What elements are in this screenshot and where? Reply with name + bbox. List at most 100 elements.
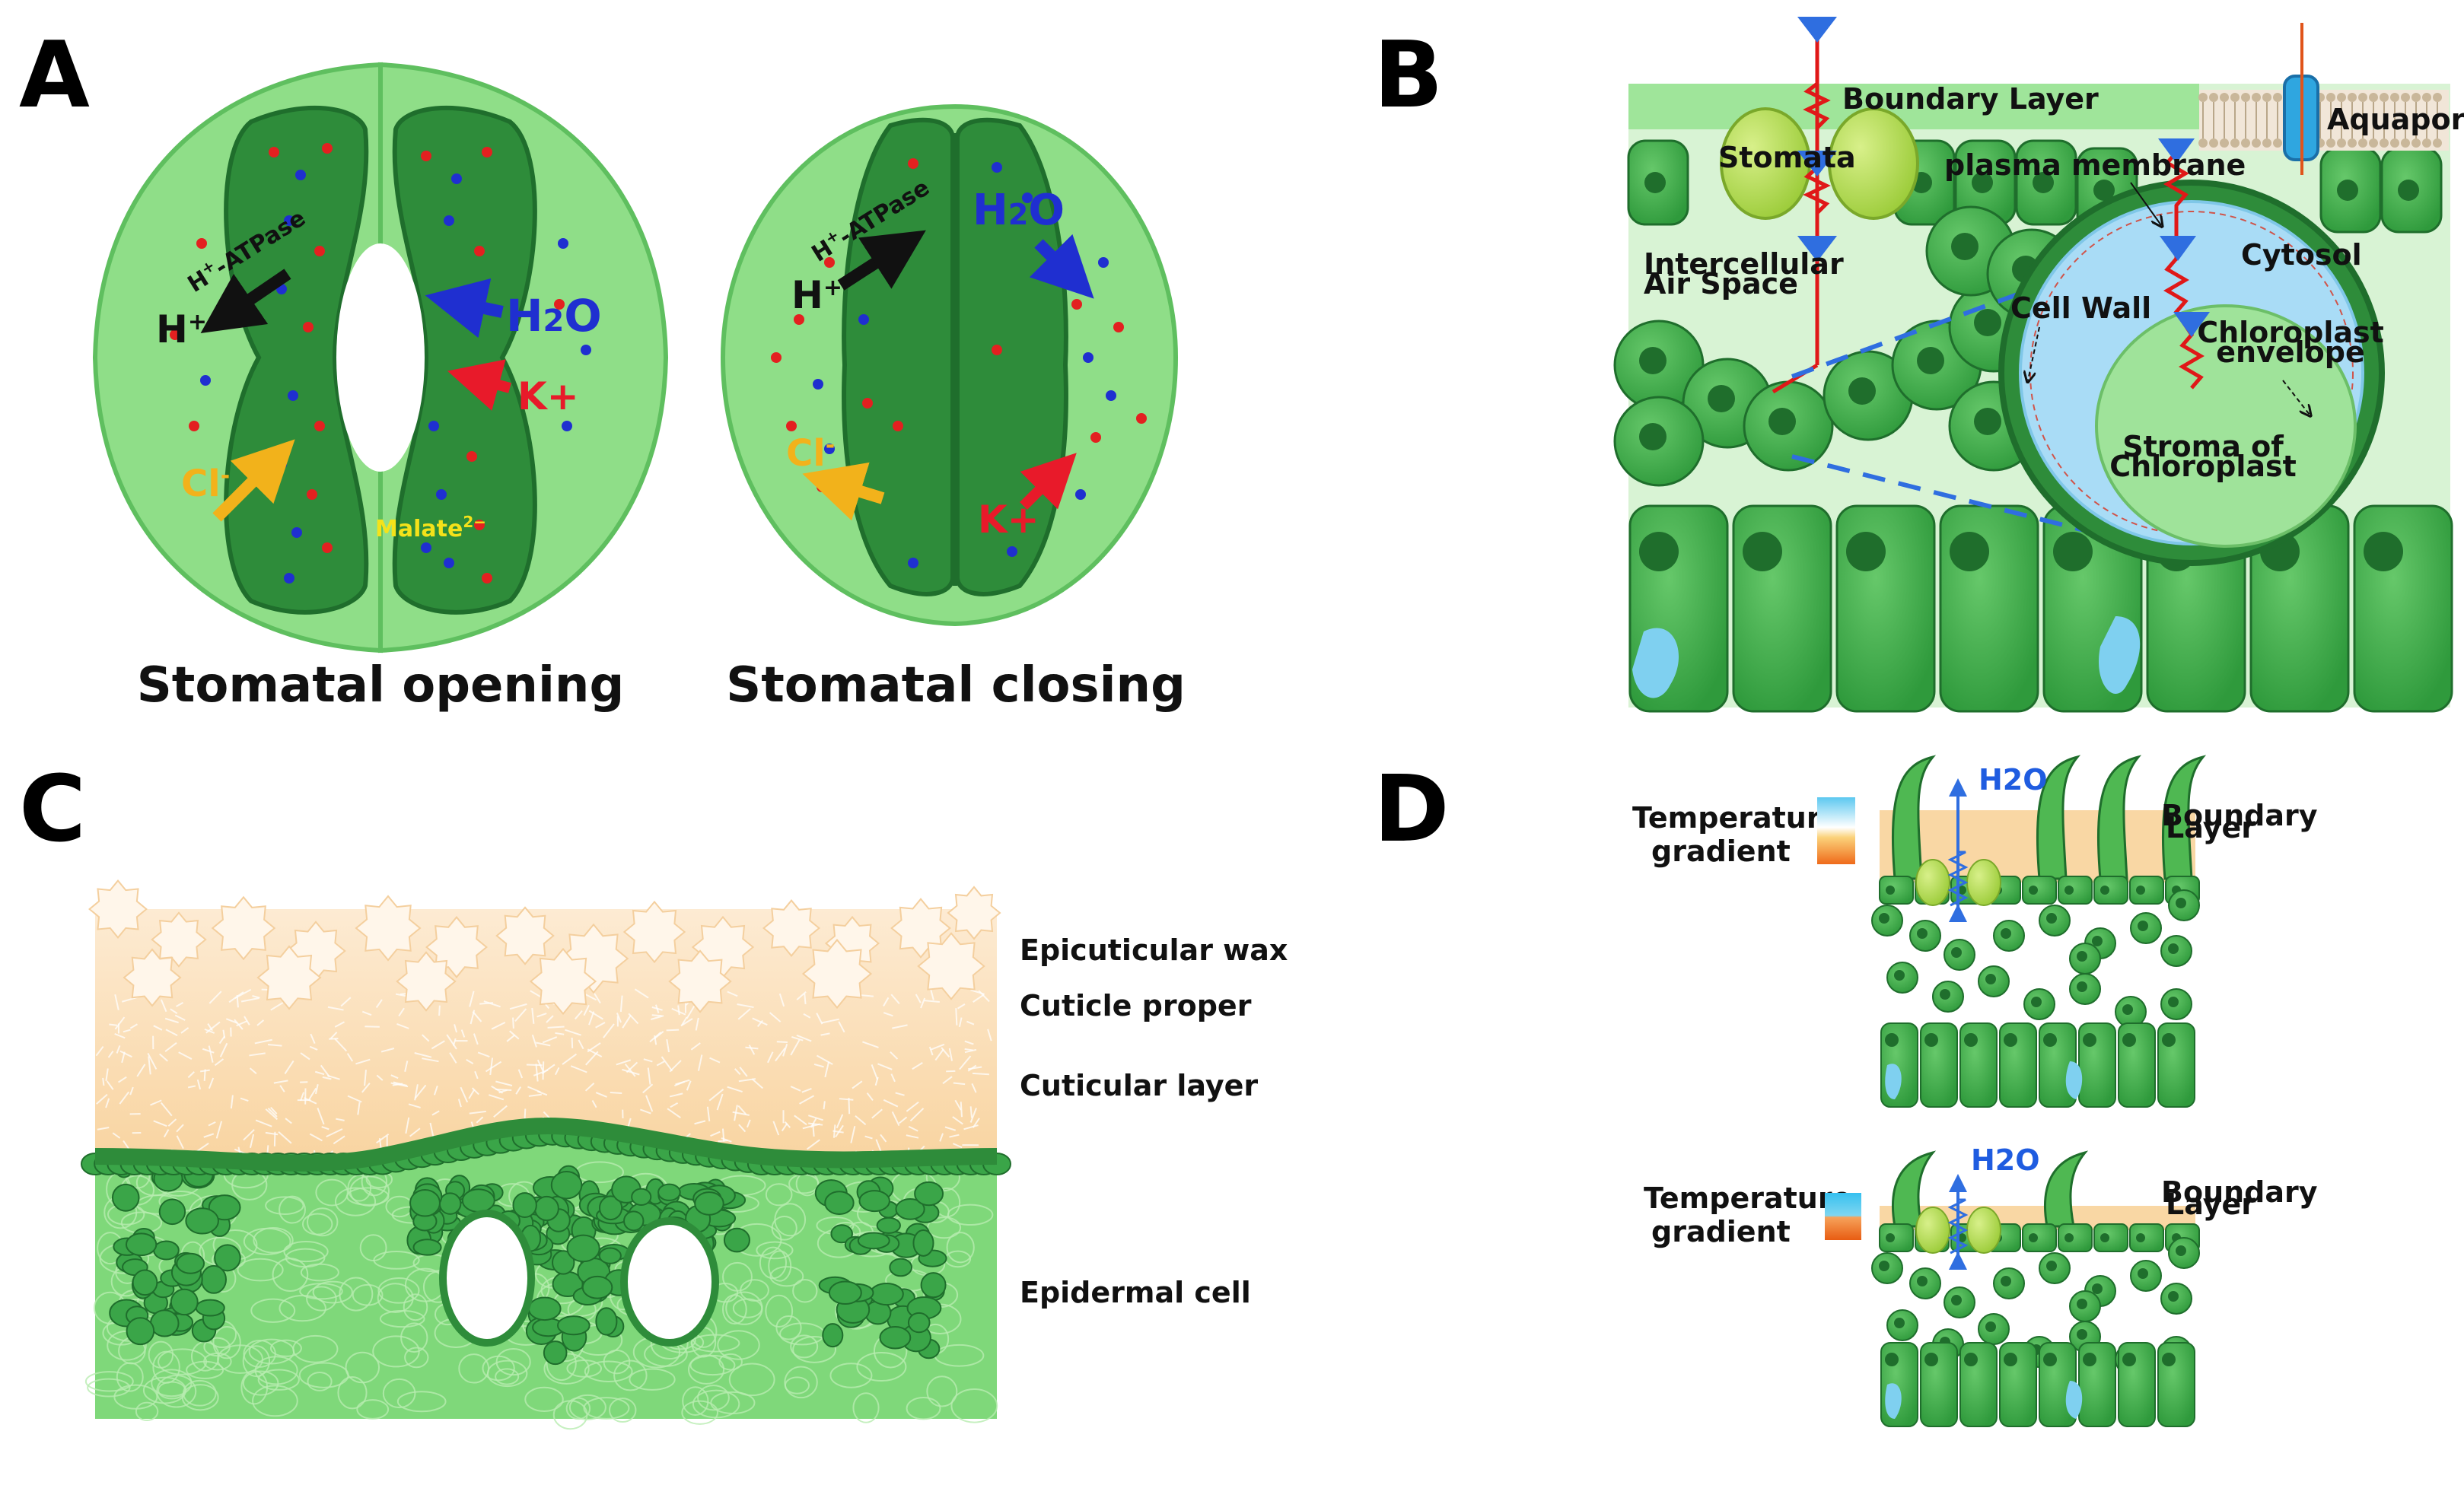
ion-dot <box>428 421 439 431</box>
stoma-opening: H+-ATPase H+ H2O K+ Cl- Malate2− Stomata… <box>92 62 669 714</box>
ion-dot <box>794 314 804 325</box>
h2o-arrow-close: H2O <box>973 186 1094 299</box>
layer-label-3: Epidermal cell <box>1020 1276 1251 1309</box>
ion-dot <box>314 246 325 256</box>
ion-dot <box>322 143 333 154</box>
layer-label-1: Cuticle proper <box>1020 989 1252 1022</box>
ion-dot <box>482 573 492 584</box>
svg-text:Stomata: Stomata <box>1718 141 1856 174</box>
ion-dot <box>200 375 211 386</box>
ion-dot <box>554 299 565 310</box>
svg-text:H2O: H2O <box>506 290 602 342</box>
ion-dot <box>858 314 869 325</box>
temp-gradient-bar-bottom <box>1825 1193 1861 1240</box>
ion-dot <box>893 421 903 431</box>
svg-text:BoundaryLayer: BoundaryLayer <box>2161 799 2318 844</box>
svg-text:Boundary Layer: Boundary Layer <box>1842 82 2099 116</box>
layer-label-2: Cuticular layer <box>1020 1069 1258 1102</box>
svg-text:K+: K+ <box>978 498 1039 542</box>
ion-dot <box>1098 257 1109 268</box>
svg-text:BoundaryLayer: BoundaryLayer <box>2161 1175 2318 1221</box>
ion-dot <box>813 379 823 390</box>
ion-dot <box>474 246 485 256</box>
svg-text:K+: K+ <box>517 374 579 418</box>
ion-dot <box>1083 352 1094 363</box>
ion-dot <box>303 322 314 332</box>
svg-text:H2O: H2O <box>1979 763 2048 797</box>
aquaporin-membrane: Aquaporin <box>2198 23 2464 175</box>
ions-closing <box>771 158 1147 568</box>
panel-c: C Epicuticular wax Cuticle proper Cuticu… <box>19 757 1288 1430</box>
k-arrow-open: K+ <box>447 359 579 418</box>
air-space-right <box>620 1217 719 1347</box>
ion-dot <box>291 527 302 538</box>
ion-dot <box>482 147 492 157</box>
ion-dot <box>824 444 835 454</box>
ion-dot <box>1075 489 1086 500</box>
ion-dot <box>474 520 485 530</box>
caption-closing: Stomatal closing <box>726 657 1186 714</box>
svg-text:Cl-: Cl- <box>181 463 230 506</box>
epidermal-top-edge <box>94 1117 998 1172</box>
ion-dot <box>189 421 199 431</box>
malate-label: Malate2− <box>375 513 486 542</box>
ion-dot <box>170 329 180 340</box>
ion-dot <box>908 158 918 169</box>
ion-dot <box>466 451 477 462</box>
svg-text:H+: H+ <box>791 273 842 317</box>
ion-dot <box>992 345 1002 355</box>
ion-dot <box>269 147 279 157</box>
temp-gradient-bar-top <box>1817 797 1855 864</box>
ion-dot <box>444 558 454 568</box>
ion-dot <box>908 558 918 568</box>
panel-a: A H+-ATPase H+ H2O K+ <box>19 23 1186 714</box>
layer-label-0: Epicuticular wax <box>1020 933 1288 967</box>
ion-dot <box>307 489 317 500</box>
ion-dot <box>196 238 207 249</box>
svg-text:Cytosol: Cytosol <box>2241 238 2362 272</box>
panel-label-d: D <box>1374 757 1450 863</box>
svg-text:H+: H+ <box>156 307 207 351</box>
guard-cell-b-right <box>1828 107 1919 220</box>
ion-dot <box>824 257 835 268</box>
epidermal-layer <box>95 1126 997 1419</box>
ion-dot <box>1007 546 1017 557</box>
ion-dot <box>992 162 1002 173</box>
ion-dot <box>421 542 431 553</box>
ion-dot <box>322 542 333 553</box>
palisade-cells <box>1628 504 2453 713</box>
caption-opening: Stomatal opening <box>137 657 625 714</box>
ion-dot <box>1113 322 1124 332</box>
air-space-left <box>439 1210 535 1347</box>
aquaporin-label: Aquaporin <box>2327 103 2464 136</box>
panel-label-b: B <box>1374 23 1443 129</box>
ion-dot <box>295 170 306 180</box>
ion-dot <box>771 352 782 363</box>
ion-dot <box>451 173 462 184</box>
cuticle-texture <box>95 988 992 1185</box>
ion-dot <box>862 398 873 409</box>
panel-b: B Aquaporin <box>1374 17 2464 713</box>
water-pathway <box>1772 17 1837 394</box>
stomatal-pore-open <box>336 243 425 472</box>
svg-text:Cl-: Cl- <box>786 432 835 475</box>
ion-dot <box>284 573 294 584</box>
svg-text:H2O: H2O <box>1971 1143 2040 1177</box>
ion-dot <box>288 390 298 401</box>
ion-dot <box>1090 432 1101 443</box>
boundary-layer-band <box>1628 84 2199 129</box>
cl-arrow-close: Cl- <box>786 432 885 521</box>
ions-opening <box>170 143 591 584</box>
ion-dot <box>581 345 591 355</box>
ion-dot <box>314 421 325 431</box>
ion-dot <box>1071 299 1082 310</box>
ion-dot <box>1022 192 1033 203</box>
ion-dot <box>562 421 572 431</box>
